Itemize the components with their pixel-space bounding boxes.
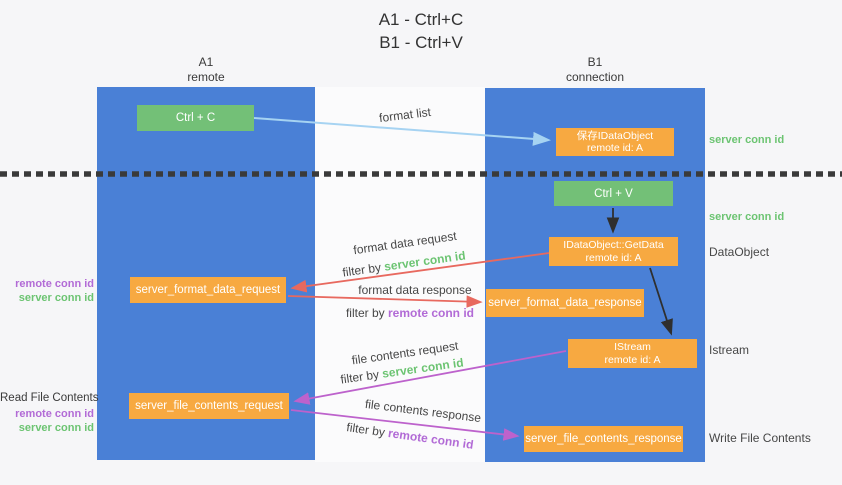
column-a-name: A1 <box>198 55 214 69</box>
filter-by-text: filter by <box>345 306 385 320</box>
right-server-conn-id-1: server conn id <box>709 134 785 146</box>
right-write-file-contents: Write File Contents <box>709 431 811 445</box>
title-line-2: B1 - Ctrl+V <box>379 33 463 52</box>
box-server-file-contents-request: server_file_contents_request <box>129 393 289 419</box>
remote-conn-id-text: remote conn id <box>388 306 475 320</box>
box-getdata-line2: remote id: A <box>585 251 642 264</box>
left-server-conn-id-1: server conn id <box>18 292 94 304</box>
arrow-format-data-response <box>287 295 483 308</box>
arrow-format-list <box>253 117 551 146</box>
box-getdata-line1: IDataObject::GetData <box>563 239 664 251</box>
box-istream: IStream remote id: A <box>568 339 697 368</box>
right-dataobject: DataObject <box>709 245 770 259</box>
title-line-1: A1 - Ctrl+C <box>378 10 464 29</box>
box-save-idataobject: 保存IDataObject remote id: A <box>556 128 674 156</box>
column-b-name: B1 <box>587 55 603 69</box>
column-a-role: remote <box>187 70 225 84</box>
right-server-conn-id-2: server conn id <box>709 211 785 223</box>
left-remote-conn-id-1: remote conn id <box>15 278 94 290</box>
left-server-conn-id-2: server conn id <box>18 422 94 434</box>
label-filter-remote-conn-id-1: filter by remote conn id <box>328 306 492 320</box>
arrow-format-data-request <box>290 252 550 293</box>
label-format-data-response: format data response <box>358 283 472 297</box>
column-b-role: connection <box>565 70 625 84</box>
box-save-idataobject-line2: remote id: A <box>586 142 644 154</box>
box-ctrl-v: Ctrl + V <box>554 181 673 206</box>
message-gap-strip <box>315 87 485 462</box>
column-header-b1: B1 connection <box>485 55 705 85</box>
right-istream: Istream <box>709 343 750 357</box>
box-istream-line1: IStream <box>614 341 651 353</box>
arrow-file-contents-request <box>293 350 567 405</box>
arrow-getdata-to-istream <box>649 267 673 336</box>
box-server-format-data-response: server_format_data_response <box>486 289 644 317</box>
arrow-file-contents-response <box>290 409 520 441</box>
box-idataobject-getdata: IDataObject::GetData remote id: A <box>549 237 678 266</box>
box-istream-line2: remote id: A <box>604 353 661 366</box>
box-ctrl-c: Ctrl + C <box>137 105 254 131</box>
box-save-idataobject-line1: 保存IDataObject <box>576 129 654 142</box>
box-server-format-data-request: server_format_data_request <box>130 277 286 303</box>
column-header-a1: A1 remote <box>97 55 315 85</box>
box-server-file-contents-response: server_file_contents_response <box>524 426 683 452</box>
left-read-file-contents: Read File Contents <box>0 392 99 404</box>
diagram-title: A1 - Ctrl+C B1 - Ctrl+V <box>0 8 842 54</box>
left-remote-conn-id-2: remote conn id <box>15 408 94 420</box>
